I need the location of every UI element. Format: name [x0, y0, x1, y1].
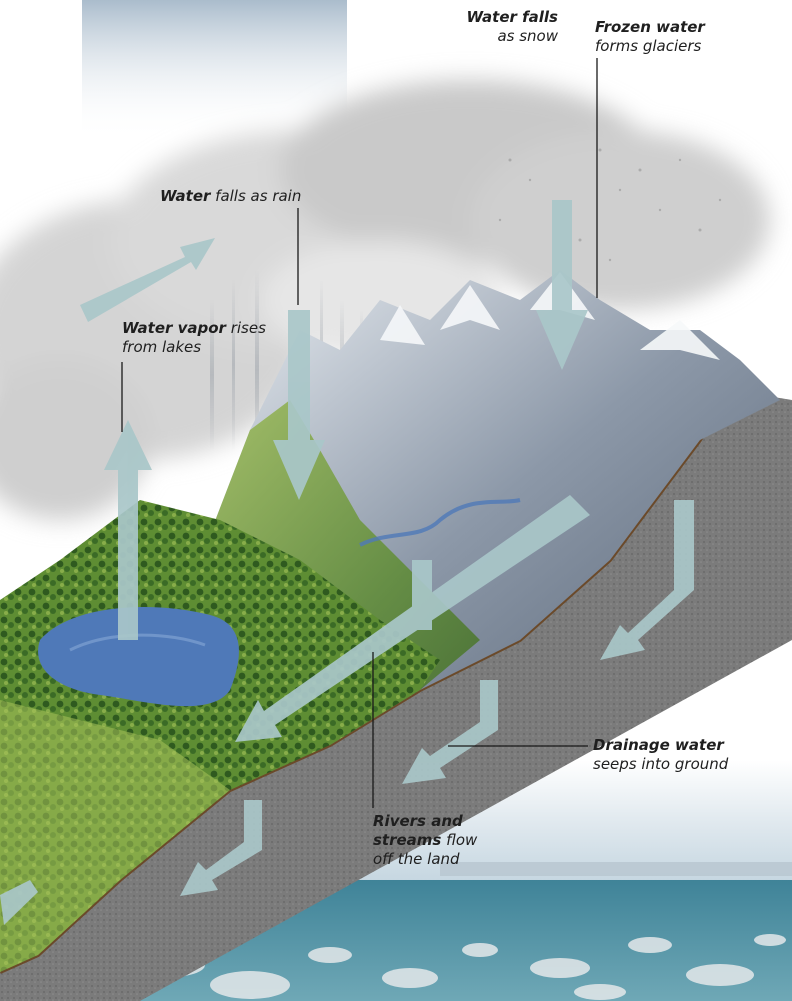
- label-vapor-rest2: from lakes: [122, 338, 202, 356]
- label-vapor-rest: rises: [225, 319, 266, 337]
- snow-arrow: [536, 200, 588, 370]
- meadow-highlight: [0, 700, 230, 972]
- tributary-arrow: [412, 560, 432, 630]
- snowfall-speckle: [498, 148, 722, 262]
- label-rivers-bold1: Rivers and: [373, 812, 463, 830]
- flow-arrows: [0, 200, 694, 925]
- label-rain-rest: falls as rain: [210, 187, 302, 205]
- label-glacier-rest: forms glaciers: [595, 37, 702, 55]
- drainage-arrow-3: [180, 800, 262, 896]
- distant-hills: [440, 862, 792, 876]
- ground-cross-section: [0, 390, 792, 1001]
- label-drainage-bold: Drainage water: [593, 736, 724, 754]
- lake-shimmer: [69, 633, 206, 652]
- label-vapor-bold: Water vapor: [122, 319, 226, 337]
- leader-lines: [121, 58, 598, 808]
- label-drainage: Drainage water seeps into ground: [593, 736, 728, 774]
- river: [359, 498, 521, 547]
- label-rivers-rest: flow: [441, 831, 478, 849]
- drainage-arrow-2: [402, 680, 498, 784]
- vapor-arrow: [104, 420, 152, 640]
- label-rain-bold: Water: [160, 187, 211, 205]
- lake: [38, 607, 239, 707]
- label-snow-rest: as snow: [497, 27, 558, 45]
- label-rain: Water falls as rain: [160, 187, 301, 206]
- rain-arrow: [273, 310, 325, 500]
- label-rivers-rest2: off the land: [373, 850, 460, 868]
- label-vapor: Water vapor rises from lakes: [122, 319, 266, 357]
- label-snow: Water falls as snow: [430, 8, 558, 46]
- drainage-arrow-1: [600, 500, 694, 660]
- label-rivers: Rivers and streams flow off the land: [373, 812, 477, 869]
- night-sky: [82, 0, 347, 140]
- label-rivers-bold2: streams: [373, 831, 442, 849]
- drainage-arrow-4: [0, 880, 38, 925]
- label-drainage-rest: seeps into ground: [593, 755, 729, 773]
- label-glacier-bold: Frozen water: [595, 18, 705, 36]
- wind-arrow: [80, 238, 215, 322]
- label-glacier: Frozen water forms glaciers: [595, 18, 705, 56]
- label-snow-bold: Water falls: [466, 8, 558, 26]
